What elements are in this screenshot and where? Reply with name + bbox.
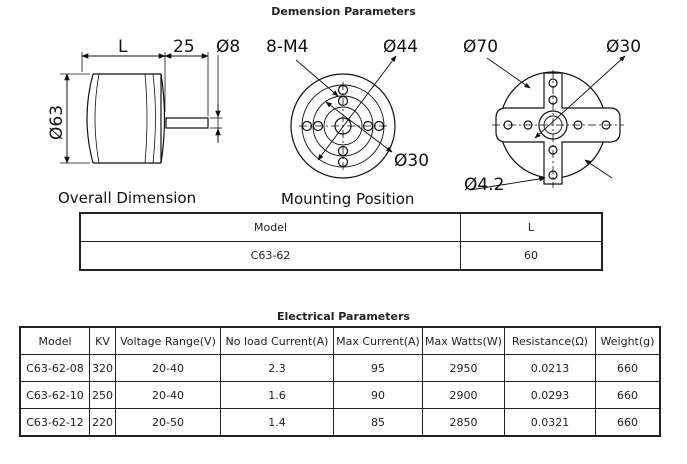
elec-header-maxwatts: Max Watts(W) [422, 326, 505, 355]
table-row: C63-62-08 320 20-40 2.3 95 2950 0.0213 6… [19, 354, 661, 382]
dim-label-25: 25 [173, 37, 195, 57]
table-cell: 2850 [422, 408, 505, 437]
size-header-l: L [460, 212, 603, 242]
mounting-position-view [290, 55, 397, 179]
dimension-drawing: L 25 Ø8 Ø63 Overall Dimension 8-M4 Ø44 Ø… [47, 37, 641, 208]
overall-dimension-view [60, 52, 222, 164]
elec-header-kv: KV [89, 326, 116, 355]
table-cell: 90 [333, 381, 423, 409]
table-cell: 0.0321 [503, 408, 596, 437]
cross-mount-view [469, 55, 626, 191]
table-cell: 2950 [422, 354, 505, 382]
elec-header-model: Model [19, 326, 90, 355]
size-table-header-row: Model L [79, 212, 603, 242]
electrical-parameters-title: Electrical Parameters [277, 310, 410, 323]
size-table: Model L C63-62 60 [79, 212, 603, 271]
table-cell: 20-40 [115, 381, 221, 409]
table-row: C63-62 60 [79, 241, 603, 271]
dim-label-d8: Ø8 [216, 37, 240, 57]
electrical-table: Model KV Voltage Range(V) No load Curren… [19, 326, 661, 437]
elec-header-resistance: Resistance(Ω) [503, 326, 596, 355]
dim-label-l: L [118, 37, 128, 57]
table-cell: 95 [333, 354, 423, 382]
table-cell: 20-40 [115, 354, 221, 382]
table-cell: 2900 [422, 381, 505, 409]
mount-label-d30: Ø30 [394, 151, 429, 171]
mounting-position-caption: Mounting Position [281, 190, 414, 208]
table-cell: 20-50 [115, 408, 221, 437]
table-row: C63-62-10 250 20-40 1.6 90 2900 0.0293 6… [19, 381, 661, 409]
table-cell: 2.3 [220, 354, 334, 382]
table-cell: 1.4 [220, 408, 334, 437]
table-cell: 250 [89, 381, 116, 409]
mount-label-8m4: 8-M4 [266, 37, 308, 57]
table-cell: 660 [594, 408, 661, 437]
elec-header-weight: Weight(g) [594, 326, 661, 355]
table-cell: 1.6 [220, 381, 334, 409]
table-cell: 320 [89, 354, 116, 382]
cross-label-d30: Ø30 [606, 37, 641, 57]
elec-header-noload: No load Current(A) [220, 326, 334, 355]
overall-dimension-caption: Overall Dimension [58, 189, 196, 207]
table-cell: 0.0213 [503, 354, 596, 382]
table-cell: 0.0293 [503, 381, 596, 409]
table-cell: 660 [594, 381, 661, 409]
elec-header-maxcurrent: Max Current(A) [333, 326, 423, 355]
cross-label-d42: Ø4.2 [464, 175, 504, 195]
mount-label-d44: Ø44 [383, 37, 418, 57]
elec-header-voltage: Voltage Range(V) [115, 326, 221, 355]
table-cell: 85 [333, 408, 423, 437]
size-cell-l: 60 [460, 241, 603, 271]
dimension-parameters-title: Demension Parameters [271, 5, 416, 18]
table-cell: C63-62-10 [19, 381, 90, 409]
table-cell: C63-62-08 [19, 354, 90, 382]
table-cell: 660 [594, 354, 661, 382]
dim-label-d63: Ø63 [47, 105, 67, 140]
size-cell-model: C63-62 [79, 241, 461, 271]
table-row: C63-62-12 220 20-50 1.4 85 2850 0.0321 6… [19, 408, 661, 437]
size-header-model: Model [79, 212, 461, 242]
cross-label-d70: Ø70 [463, 37, 498, 57]
table-cell: C63-62-12 [19, 408, 90, 437]
electrical-table-header-row: Model KV Voltage Range(V) No load Curren… [19, 326, 661, 355]
table-cell: 220 [89, 408, 116, 437]
